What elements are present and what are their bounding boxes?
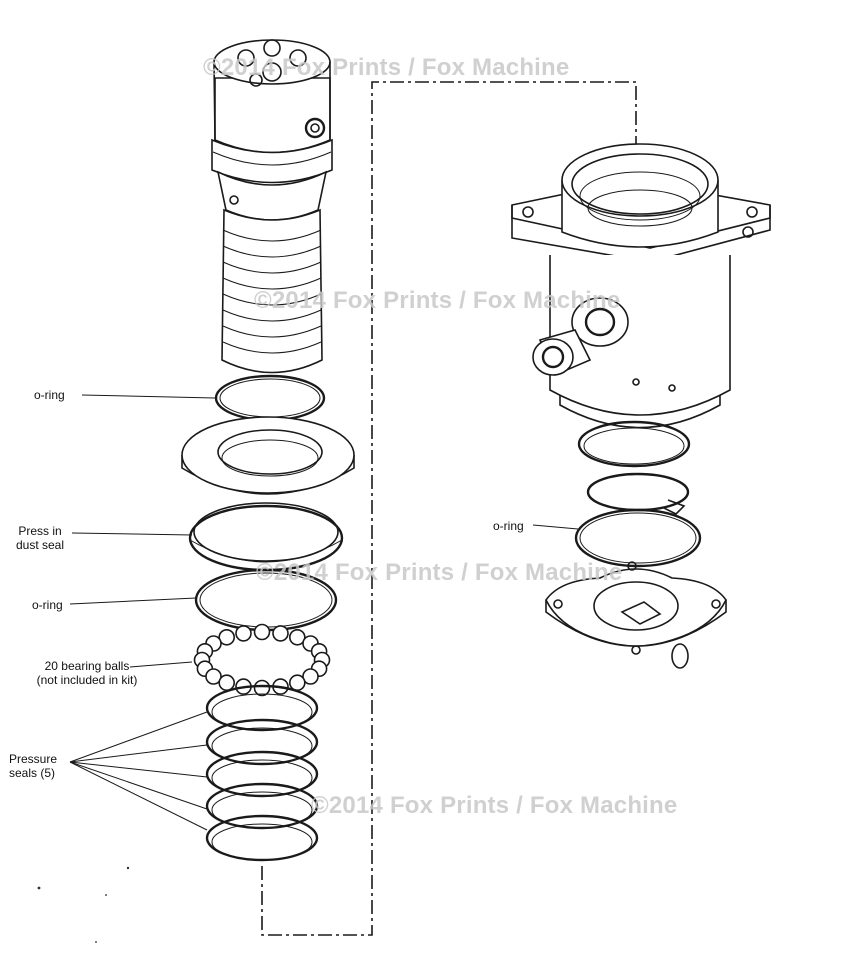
bearing-ball [253, 679, 271, 697]
bearing-ball [235, 625, 252, 642]
label-o-ring-top: o-ring [34, 388, 65, 402]
scan-specks [37, 866, 130, 943]
label-o-ring-mid: o-ring [32, 598, 63, 612]
label-dust-seal-line2: dust seal [15, 538, 65, 552]
bearing-balls [193, 623, 331, 697]
o-ring-right [574, 508, 702, 568]
watermark-3: ©2014 Fox Prints / Fox Machine [256, 559, 623, 586]
snap-ring [586, 472, 690, 515]
bottom-cover [545, 561, 727, 669]
bearing-ball [288, 628, 306, 646]
assembly-centerline [261, 81, 637, 936]
bearing-ball [205, 668, 222, 685]
bearing-ball [302, 668, 319, 685]
pressure-seals [205, 684, 319, 862]
bearing-ball [253, 623, 271, 641]
bearing-ball [288, 674, 306, 692]
leader-lines [69, 394, 579, 831]
swivel-shaft [211, 39, 333, 374]
label-bearing-balls-line1: 20 bearing balls [44, 659, 130, 673]
label-bearing-balls-line2: (not included in kit) [36, 673, 138, 687]
label-dust-seal-line1: Press in [18, 524, 62, 538]
housing-seal [577, 420, 691, 468]
watermark-2: ©2014 Fox Prints / Fox Machine [254, 287, 621, 314]
watermark-4: ©2014 Fox Prints / Fox Machine [311, 792, 678, 819]
label-o-ring-right: o-ring [493, 519, 524, 533]
bearing-ball [218, 628, 235, 646]
watermark-1: ©2014 Fox Prints / Fox Machine [203, 54, 570, 81]
swivel-housing [511, 143, 771, 429]
bearing-ball [272, 625, 289, 642]
bearing-ball [218, 674, 235, 692]
label-pressure-seals-line2: seals (5) [9, 766, 56, 780]
o-ring-top [214, 374, 326, 422]
flange-plate [181, 416, 355, 495]
label-pressure-seals-line1: Pressure [9, 752, 58, 766]
